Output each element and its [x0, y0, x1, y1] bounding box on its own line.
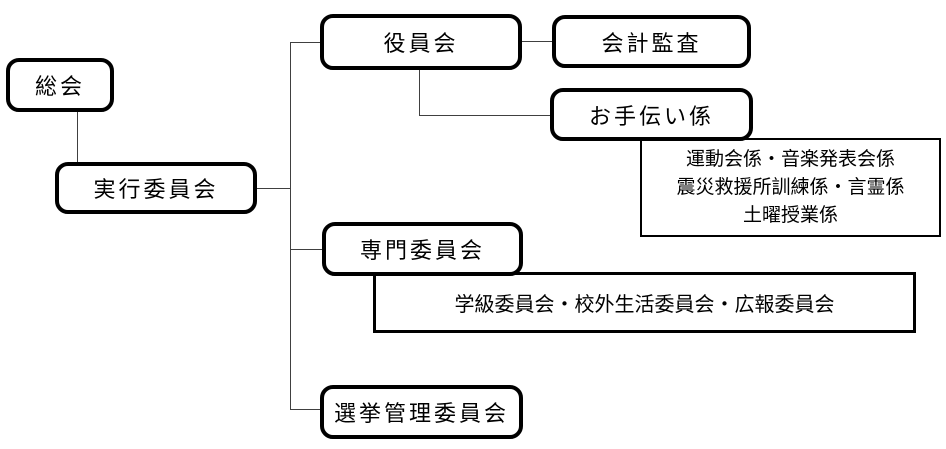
node-label: 総会: [34, 74, 85, 99]
node-label: 選挙管理委員会: [333, 401, 509, 426]
connector-yakuin-otetsudai: [419, 115, 550, 116]
connector-yakuin-kaikei: [522, 41, 552, 42]
detail-line: 運動会係・音楽発表会係: [685, 148, 895, 170]
node-senkyo-kanri-iinkai: 選挙管理委員会: [320, 385, 523, 439]
node-kaikei-kansa: 会計監査: [552, 15, 751, 68]
connector-trunk-yakuin: [291, 42, 320, 43]
node-jikkou-iinkai: 実行委員会: [55, 162, 257, 214]
detail-line: 震災救援所訓練係・言霊係: [676, 176, 905, 198]
node-label: 実行委員会: [93, 177, 219, 202]
detail-box-senmon: 学級委員会・校外生活委員会・広報委員会: [373, 272, 916, 333]
connector-jikkou-trunk: [257, 188, 291, 189]
node-label: お手伝い係: [588, 103, 714, 129]
connector-soukai-jikkou: [77, 112, 78, 162]
node-soukai: 総会: [6, 58, 114, 112]
connector-trunk: [290, 42, 291, 410]
node-label: 専門委員会: [359, 238, 485, 263]
detail-line: 学級委員会・校外生活委員会・広報委員会: [454, 294, 835, 316]
node-yakuinkai: 役員会: [320, 14, 522, 70]
node-label: 役員会: [383, 31, 459, 56]
detail-line: 土曜授業係: [742, 204, 838, 226]
node-senmon-iinkai: 専門委員会: [322, 222, 523, 276]
node-label: 会計監査: [601, 30, 702, 56]
connector-trunk-senkyo: [291, 409, 320, 410]
detail-box-otetsudai: 運動会係・音楽発表会係 震災救援所訓練係・言霊係 土曜授業係: [640, 138, 941, 237]
node-otetsudai-gakari: お手伝い係: [550, 88, 753, 141]
connector-trunk-senmon: [291, 249, 322, 250]
connector-yakuin-drop: [419, 70, 420, 115]
